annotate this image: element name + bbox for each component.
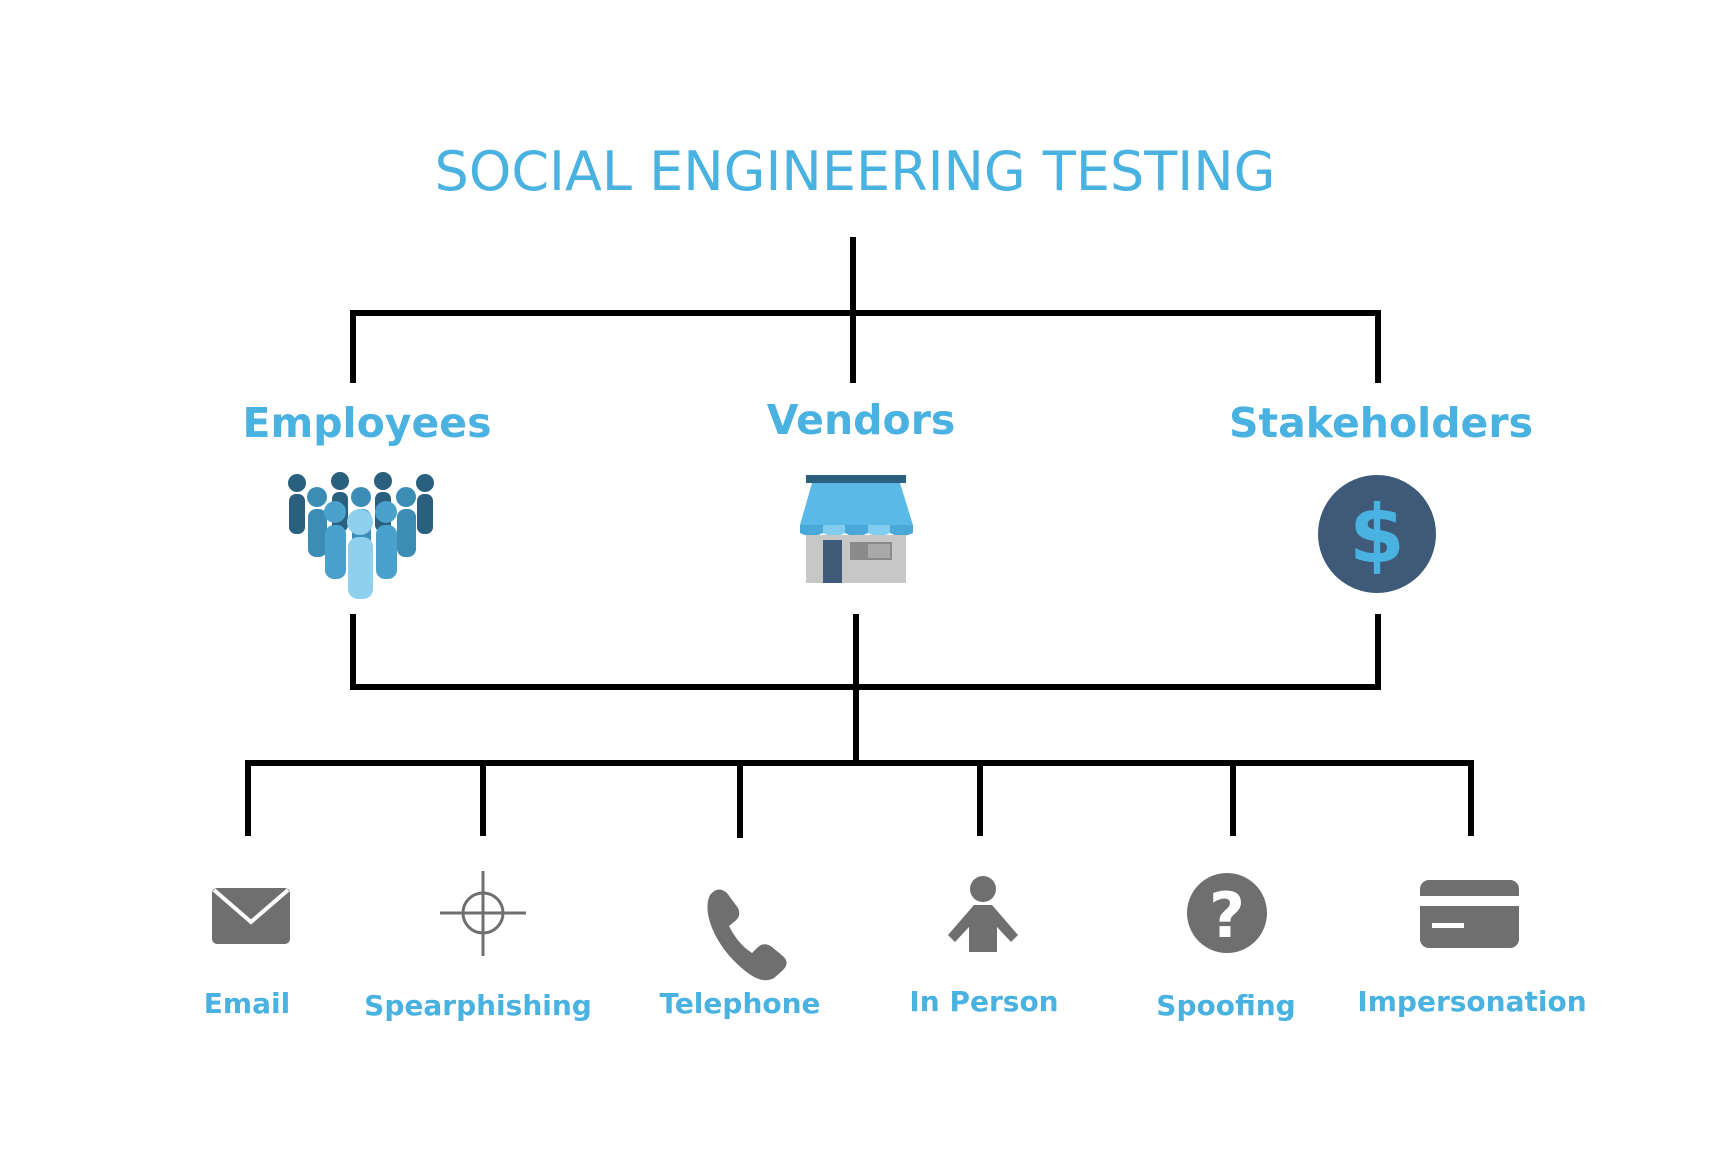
method-label-in-person: In Person (909, 985, 1058, 1018)
people-group-icon (288, 472, 434, 599)
storefront-icon (800, 475, 913, 583)
method-label-impersonation: Impersonation (1357, 985, 1586, 1018)
svg-text:$: $ (1349, 488, 1405, 581)
dollar-coin-icon: $ (1318, 475, 1436, 593)
top-connectors (350, 237, 1381, 383)
target-label-vendors: Vendors (767, 396, 956, 444)
phone-icon (707, 889, 787, 981)
target-label-employees: Employees (242, 399, 491, 447)
method-label-email: Email (204, 987, 290, 1020)
person-icon (948, 876, 1018, 952)
target-label-stakeholders: Stakeholders (1229, 399, 1533, 447)
envelope-icon (212, 888, 290, 944)
diagram-title: SOCIAL ENGINEERING TESTING (435, 140, 1276, 203)
middle-connectors (350, 614, 1381, 763)
credit-card-icon (1420, 880, 1519, 948)
crosshair-icon (440, 871, 526, 956)
method-label-spoofing: Spoofing (1156, 989, 1295, 1022)
method-label-spearphishing: Spearphishing (364, 989, 592, 1022)
svg-text:?: ? (1209, 879, 1245, 952)
question-mark-icon: ? (1187, 873, 1267, 953)
method-label-telephone: Telephone (659, 987, 820, 1020)
bottom-connectors (245, 760, 1474, 838)
